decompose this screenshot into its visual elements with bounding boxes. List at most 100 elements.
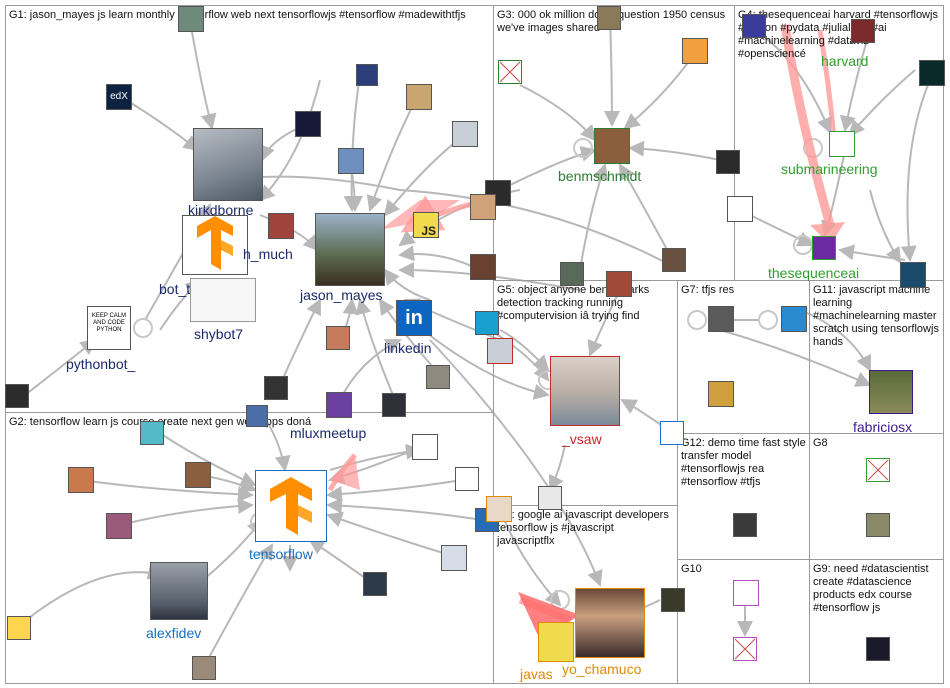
label-harvard: harvard xyxy=(821,53,869,69)
node-avatar[interactable] xyxy=(597,6,621,30)
node-avatar[interactable] xyxy=(708,306,734,332)
node-avatar[interactable] xyxy=(356,64,378,86)
node-avatar[interactable] xyxy=(178,6,204,32)
node-avatar[interactable] xyxy=(733,513,757,537)
node-avatar[interactable] xyxy=(185,462,211,488)
node-javas[interactable] xyxy=(538,622,574,662)
group-g11-label: G11: javascript machine learning #machin… xyxy=(813,284,943,348)
node-avatar[interactable] xyxy=(470,254,496,280)
node-avatar[interactable] xyxy=(606,271,632,297)
node-alexfidev[interactable] xyxy=(150,562,208,620)
node-benmschmidt[interactable] xyxy=(594,128,630,164)
node-avatar[interactable] xyxy=(68,467,94,493)
group-g8 xyxy=(809,433,944,560)
node-js-logo[interactable]: JS xyxy=(413,212,439,238)
group-g12-label: G12: demo time fast style transfer model… xyxy=(681,437,809,488)
node-avatar[interactable] xyxy=(382,393,406,417)
node-avatar[interactable] xyxy=(363,572,387,596)
node-avatar[interactable] xyxy=(487,338,513,364)
node-avatar[interactable] xyxy=(866,513,890,537)
group-g7 xyxy=(677,280,810,434)
node-avatar[interactable] xyxy=(140,421,164,445)
node-shybot7[interactable] xyxy=(190,278,256,322)
node-yo-chamuco[interactable] xyxy=(575,588,645,658)
label-linkedin: linkedin xyxy=(384,340,432,356)
node-avatar[interactable] xyxy=(475,311,499,335)
node-avatar[interactable] xyxy=(106,513,132,539)
js-icon: JS xyxy=(421,224,436,238)
label-tensorflow: tensorflow xyxy=(249,546,313,562)
node-avatar[interactable] xyxy=(295,111,321,137)
node-avatar[interactable] xyxy=(470,194,496,220)
node-avatar[interactable] xyxy=(742,14,766,38)
broken-image-icon xyxy=(734,638,756,660)
keep-calm-icon: KEEP CALM AND CODE PYTHON xyxy=(91,313,127,333)
node-pythonbot[interactable]: KEEP CALM AND CODE PYTHON xyxy=(87,306,131,350)
node-avatar[interactable] xyxy=(441,545,467,571)
node-vsaw[interactable] xyxy=(550,356,620,426)
label-yo-chamuco: yo_chamuco xyxy=(562,661,642,677)
node-avatar[interactable] xyxy=(560,262,584,286)
node-fabriciosx[interactable] xyxy=(869,370,913,414)
node-avatar[interactable] xyxy=(338,148,364,174)
node-avatar[interactable] xyxy=(7,616,31,640)
node-avatar[interactable] xyxy=(660,421,684,445)
node-linkedin[interactable]: in xyxy=(396,300,432,336)
linkedin-icon: in xyxy=(405,307,423,329)
node-avatar[interactable] xyxy=(452,121,478,147)
node-avatar[interactable] xyxy=(455,467,479,491)
label-kirkdborne: kirkdborne xyxy=(188,202,254,218)
label-mluxmeetup: mluxmeetup xyxy=(290,425,367,441)
node-avatar[interactable] xyxy=(326,326,350,350)
node-avatar[interactable] xyxy=(486,496,512,522)
label-alexfidev: alexfidev xyxy=(146,625,202,641)
node-avatar[interactable] xyxy=(851,19,875,43)
broken-image-icon xyxy=(867,459,889,481)
group-g9 xyxy=(809,559,944,684)
node-tensorflow[interactable] xyxy=(255,470,327,542)
broken-image-icon xyxy=(499,61,521,83)
node-avatar[interactable] xyxy=(412,434,438,460)
node-bot-tensorflow[interactable] xyxy=(182,215,248,275)
node-edx-logo[interactable]: edX xyxy=(106,84,132,110)
node-jason-mayes[interactable] xyxy=(315,213,385,286)
group-g10 xyxy=(677,559,810,684)
label-jason-mayes: jason_mayes xyxy=(300,287,383,303)
label-fabriciosx: fabriciosx xyxy=(853,419,913,435)
node-avatar[interactable] xyxy=(406,84,432,110)
node-avatar[interactable] xyxy=(538,486,562,510)
group-g10-label: G10 xyxy=(681,563,702,575)
node-avatar[interactable] xyxy=(5,384,29,408)
node-avatar[interactable] xyxy=(662,248,686,272)
node-avatar[interactable] xyxy=(708,381,734,407)
node-avatar[interactable] xyxy=(192,656,216,680)
group-g9-label: G9: need #datascientist create #datascie… xyxy=(813,563,932,614)
node-avatar[interactable] xyxy=(900,262,926,288)
node-avatar[interactable] xyxy=(733,580,759,606)
node-submarineering[interactable] xyxy=(829,131,855,157)
node-avatar[interactable] xyxy=(268,213,294,239)
group-g3-label: G3: 000 ok million dollar question 1950 … xyxy=(497,9,726,34)
node-avatar[interactable] xyxy=(485,180,511,206)
label-much: h_much xyxy=(243,246,293,262)
node-thesequenceai[interactable] xyxy=(812,236,836,260)
node-avatar[interactable] xyxy=(727,196,753,222)
node-kirkdborne[interactable] xyxy=(193,128,263,201)
node-avatar[interactable] xyxy=(326,392,352,418)
node-avatar[interactable] xyxy=(246,405,268,427)
node-avatar[interactable] xyxy=(716,150,740,174)
group-g6-label: G6: google ai javascript developers tens… xyxy=(497,509,672,547)
node-avatar[interactable] xyxy=(426,365,450,389)
group-g5-label: G5: object anyone benchmarks detection t… xyxy=(497,284,653,322)
node-avatar[interactable] xyxy=(682,38,708,64)
label-vsaw: _vsaw xyxy=(562,431,602,447)
group-g8-label: G8 xyxy=(813,437,828,449)
label-benmschmidt: benmschmidt xyxy=(558,168,642,184)
label-javas: javas xyxy=(520,666,553,682)
group-g1-label: G1: jason_mayes js learn monthly tensorf… xyxy=(9,9,466,21)
node-avatar[interactable] xyxy=(866,637,890,661)
node-avatar[interactable] xyxy=(661,588,685,612)
node-avatar[interactable] xyxy=(781,306,807,332)
node-avatar[interactable] xyxy=(919,60,945,86)
node-avatar[interactable] xyxy=(264,376,288,400)
